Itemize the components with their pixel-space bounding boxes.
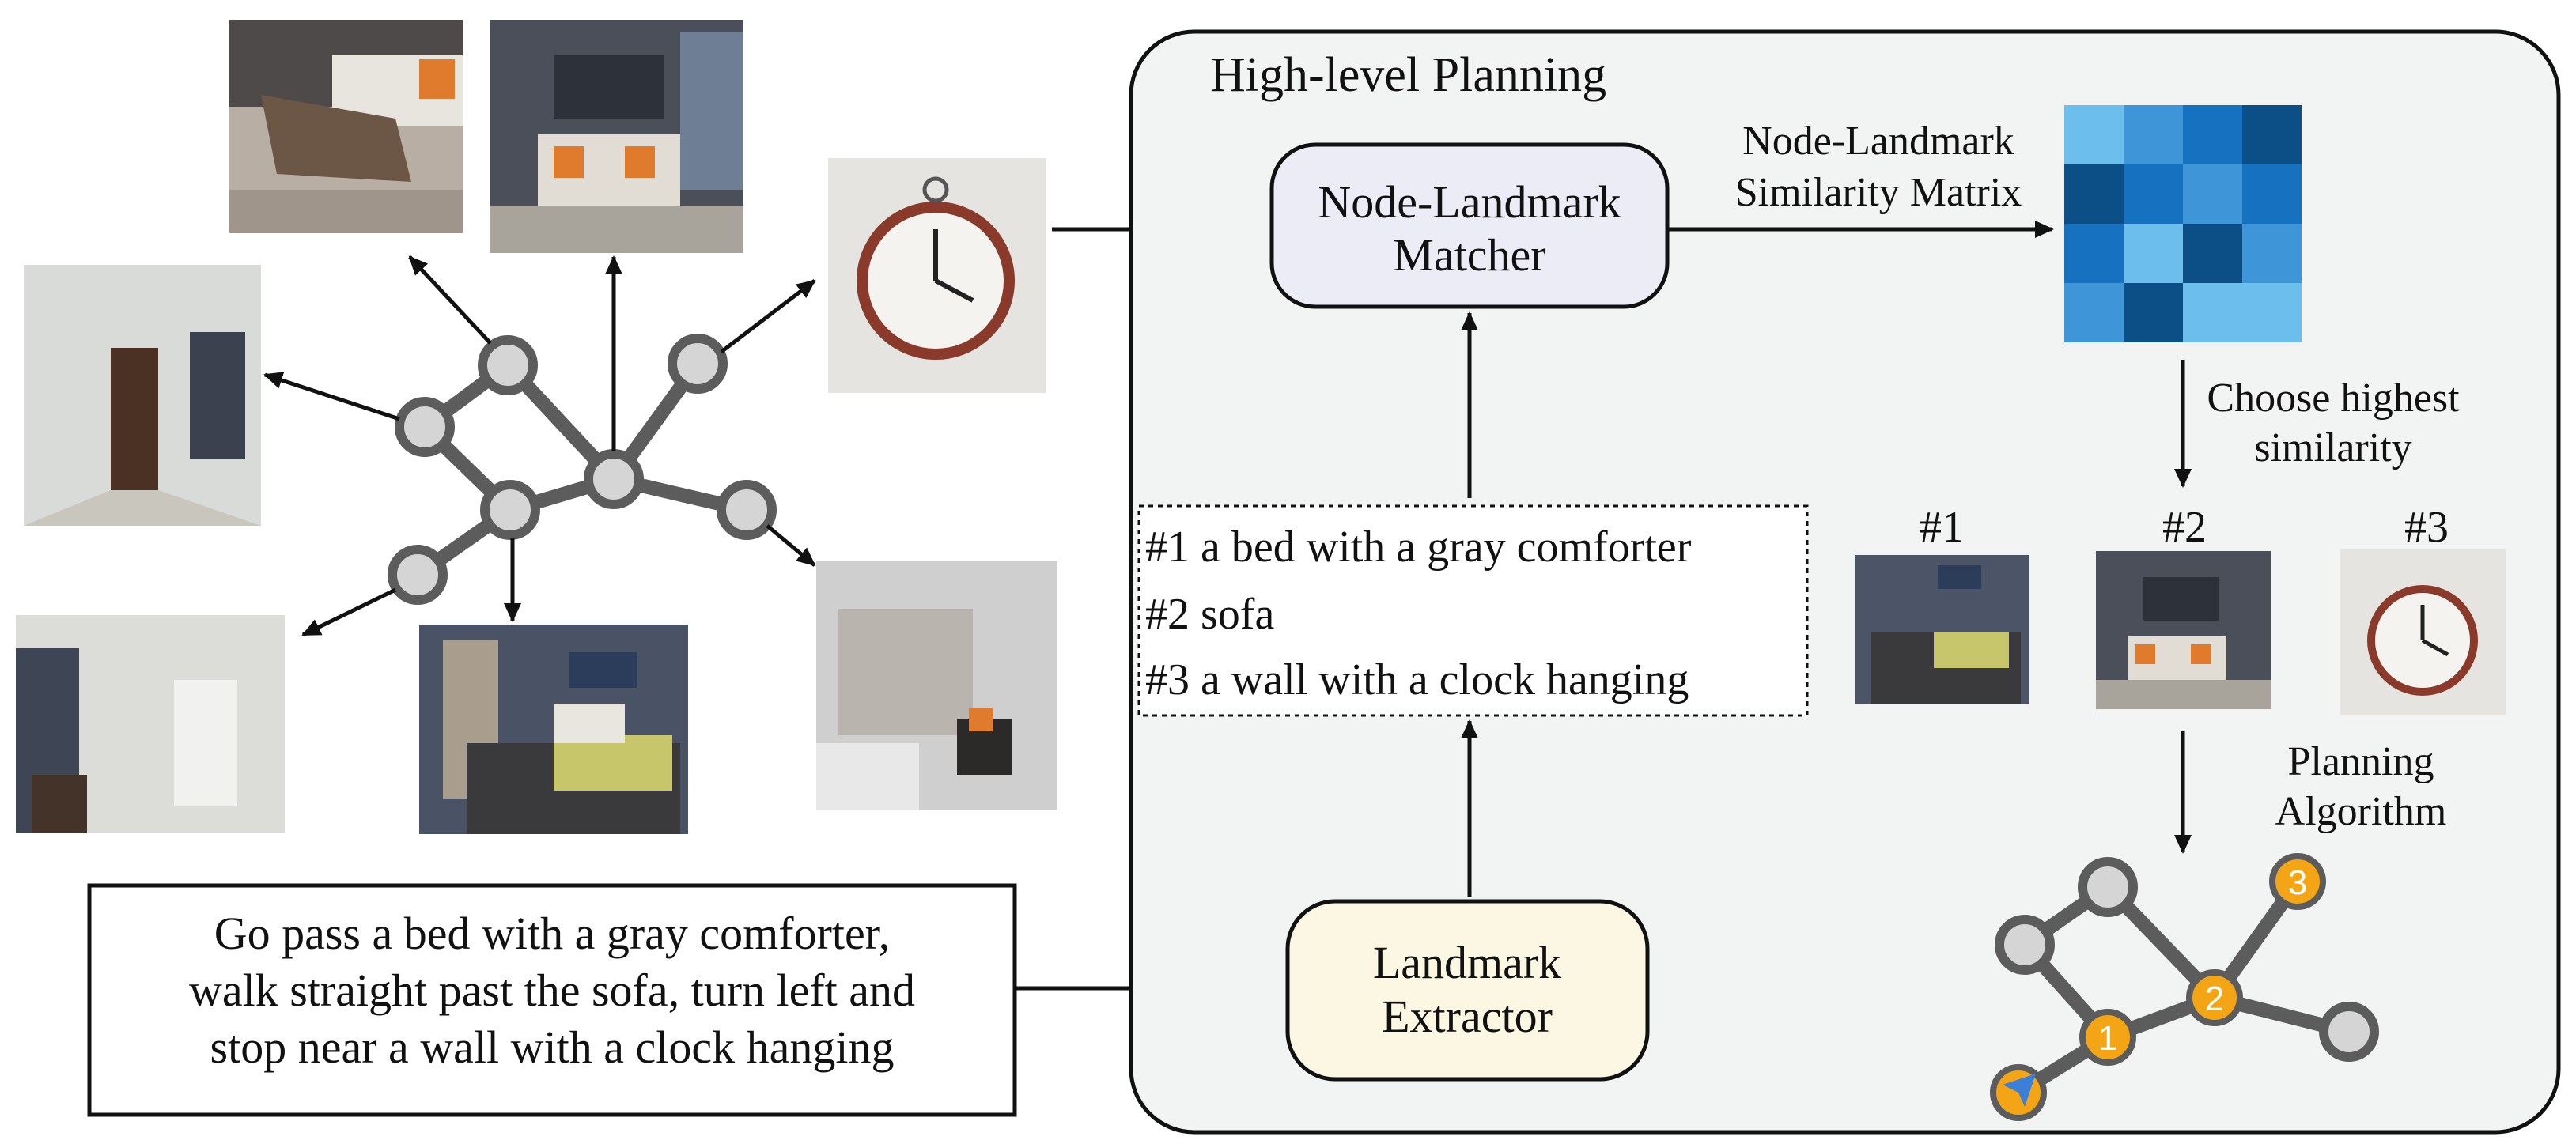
landmark-item-2: #2 sofa xyxy=(1145,590,1274,639)
photo-living-room-2 xyxy=(490,20,743,253)
path-badge-3: 3 xyxy=(2269,853,2326,910)
path-badge-1: 1 xyxy=(2079,1009,2136,1066)
badge-1-label: 1 xyxy=(2098,1019,2117,1058)
instruction-line-3: stop near a wall with a clock hanging xyxy=(210,1021,895,1073)
matrix-cell xyxy=(2242,224,2302,283)
path-plain-nodes xyxy=(1995,857,2379,1062)
graph-node xyxy=(480,480,540,540)
path-node xyxy=(2319,1002,2379,1062)
matrix-cell xyxy=(2064,224,2124,283)
candidate-label-3: #3 xyxy=(2404,503,2449,552)
planning-label-line-2: Algorithm xyxy=(2275,789,2447,834)
photo-hallway xyxy=(24,265,261,526)
graph-node xyxy=(395,397,455,457)
node-landmark-matcher: Node-Landmark Matcher xyxy=(1269,142,1670,309)
badge-3-label: 3 xyxy=(2288,863,2307,902)
matrix-cell xyxy=(2124,224,2183,283)
path-badge-2: 2 xyxy=(2186,969,2243,1026)
choose-label-line-2: similarity xyxy=(2254,425,2411,470)
matrix-cell xyxy=(2124,164,2183,224)
landmark-item-3: #3 a wall with a clock hanging xyxy=(1145,655,1689,704)
matrix-label-line-2: Similarity Matrix xyxy=(1735,170,2022,215)
matrix-cell xyxy=(2124,105,2183,164)
graph-node xyxy=(388,545,448,605)
matrix-cell xyxy=(2183,283,2242,342)
graph-node xyxy=(478,335,538,395)
matrix-cell xyxy=(2124,283,2183,342)
candidate-photo-bed xyxy=(1855,555,2029,704)
matrix-cell xyxy=(2064,105,2124,164)
candidate-photo-clock xyxy=(2340,549,2506,715)
extractor-line-2: Extractor xyxy=(1382,991,1553,1042)
matrix-cell xyxy=(2183,164,2242,224)
instruction-box: Go pass a bed with a gray comforter, wal… xyxy=(87,883,1017,1117)
graph-node xyxy=(717,480,777,540)
instruction-line-2: walk straight past the sofa, turn left a… xyxy=(189,965,915,1016)
panel-title: High-level Planning xyxy=(1210,48,1606,102)
matrix-cell xyxy=(2183,224,2242,283)
matrix-cell xyxy=(2242,164,2302,224)
photo-living-room-1 xyxy=(229,20,463,233)
agent-start-icon xyxy=(1990,1064,2047,1121)
matrix-cell xyxy=(2242,105,2302,164)
graph-nodes xyxy=(388,334,777,605)
matrix-cell xyxy=(2064,164,2124,224)
badge-2-label: 2 xyxy=(2205,980,2224,1018)
landmark-extractor: Landmark Extractor xyxy=(1285,899,1650,1082)
matcher-line-1: Node-Landmark xyxy=(1318,176,1621,228)
matrix-label-line-1: Node-Landmark xyxy=(1742,119,2014,164)
photo-room-window xyxy=(816,561,1057,810)
extractor-line-1: Landmark xyxy=(1373,937,1561,988)
candidate-label-1: #1 xyxy=(1920,503,1964,552)
matrix-cell xyxy=(2242,283,2302,342)
path-node xyxy=(2078,857,2138,917)
landmark-item-1: #1 a bed with a gray comforter xyxy=(1145,523,1692,572)
matcher-line-2: Matcher xyxy=(1393,229,1545,281)
graph-node xyxy=(584,449,644,509)
photo-clock xyxy=(828,158,1046,393)
candidate-label-2: #2 xyxy=(2162,503,2207,552)
topological-graph xyxy=(410,357,754,582)
matrix-cell xyxy=(2064,283,2124,342)
node-to-photo-arrows xyxy=(263,255,816,637)
choose-label-line-1: Choose highest xyxy=(2207,376,2460,421)
instruction-line-1: Go pass a bed with a gray comforter, xyxy=(214,908,891,959)
similarity-matrix xyxy=(2064,105,2302,342)
photo-bedroom xyxy=(419,625,688,834)
path-node xyxy=(1995,915,2055,975)
candidate-photo-sofa xyxy=(2096,551,2271,709)
photo-living-area xyxy=(16,615,285,833)
landmark-list: #1 a bed with a gray comforter #2 sofa #… xyxy=(1137,504,1809,717)
graph-node xyxy=(668,334,728,394)
planning-label-line-1: Planning xyxy=(2288,739,2434,784)
matrix-cell xyxy=(2183,105,2242,164)
